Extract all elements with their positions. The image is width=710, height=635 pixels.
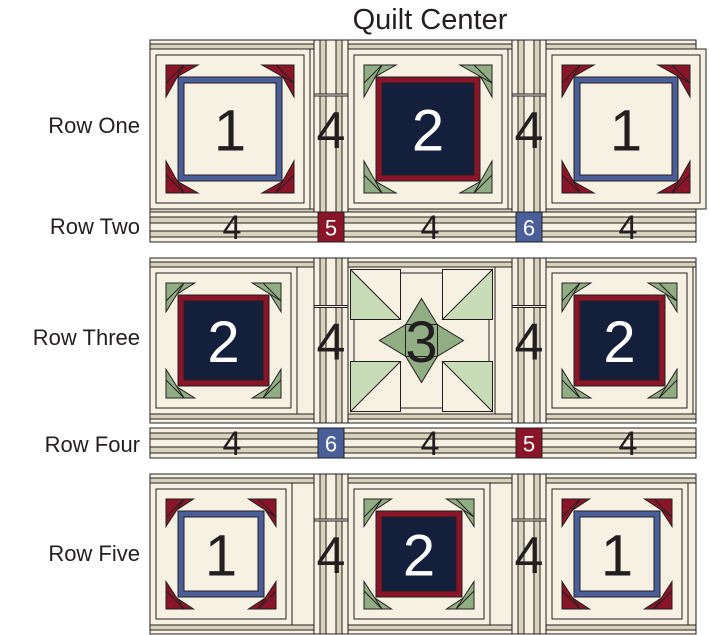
row-band-stripe (150, 414, 696, 419)
row-3: 2 3 2 4 4 (150, 258, 696, 423)
sash-number: 4 (317, 102, 346, 160)
sash-seam (314, 306, 348, 308)
block-number: 1 (214, 99, 246, 164)
strip-number: 4 (619, 425, 638, 463)
sash-seam (512, 306, 546, 308)
block-number: 3 (405, 310, 437, 375)
row-band-stripe (150, 478, 696, 483)
block-number: 2 (603, 310, 635, 375)
post-number: 5 (325, 216, 337, 241)
sash-seam (512, 94, 546, 96)
strip-number: 4 (421, 425, 440, 463)
sash-number: 4 (317, 314, 346, 372)
block-number: 1 (610, 99, 642, 164)
block-number: 2 (207, 310, 239, 375)
sash-number: 4 (515, 527, 544, 585)
sash-seam (314, 94, 348, 96)
row-band-stripe (150, 44, 696, 49)
strip-number: 4 (619, 209, 638, 247)
block-number: 1 (205, 524, 237, 589)
row-2: 4 4 4 5 6 (150, 209, 696, 247)
row-4: 4 4 4 6 5 (150, 425, 696, 463)
sash-number: 4 (515, 102, 544, 160)
post-number: 6 (325, 432, 337, 457)
post-number: 5 (523, 432, 535, 457)
sash-number: 4 (515, 314, 544, 372)
post-number: 6 (523, 216, 535, 241)
row-1: 1 2 1 4 4 (150, 40, 706, 218)
sash-seam (314, 519, 348, 521)
block-number: 1 (601, 524, 633, 589)
strip-number: 4 (223, 425, 242, 463)
row-band-stripe (150, 625, 696, 630)
sash-number: 4 (317, 527, 346, 585)
sash-seam (512, 519, 546, 521)
block-number: 2 (412, 99, 444, 164)
strip-number: 4 (223, 209, 242, 247)
row-band-stripe (150, 262, 696, 267)
strip-number: 4 (421, 209, 440, 247)
block-number: 2 (403, 524, 435, 589)
